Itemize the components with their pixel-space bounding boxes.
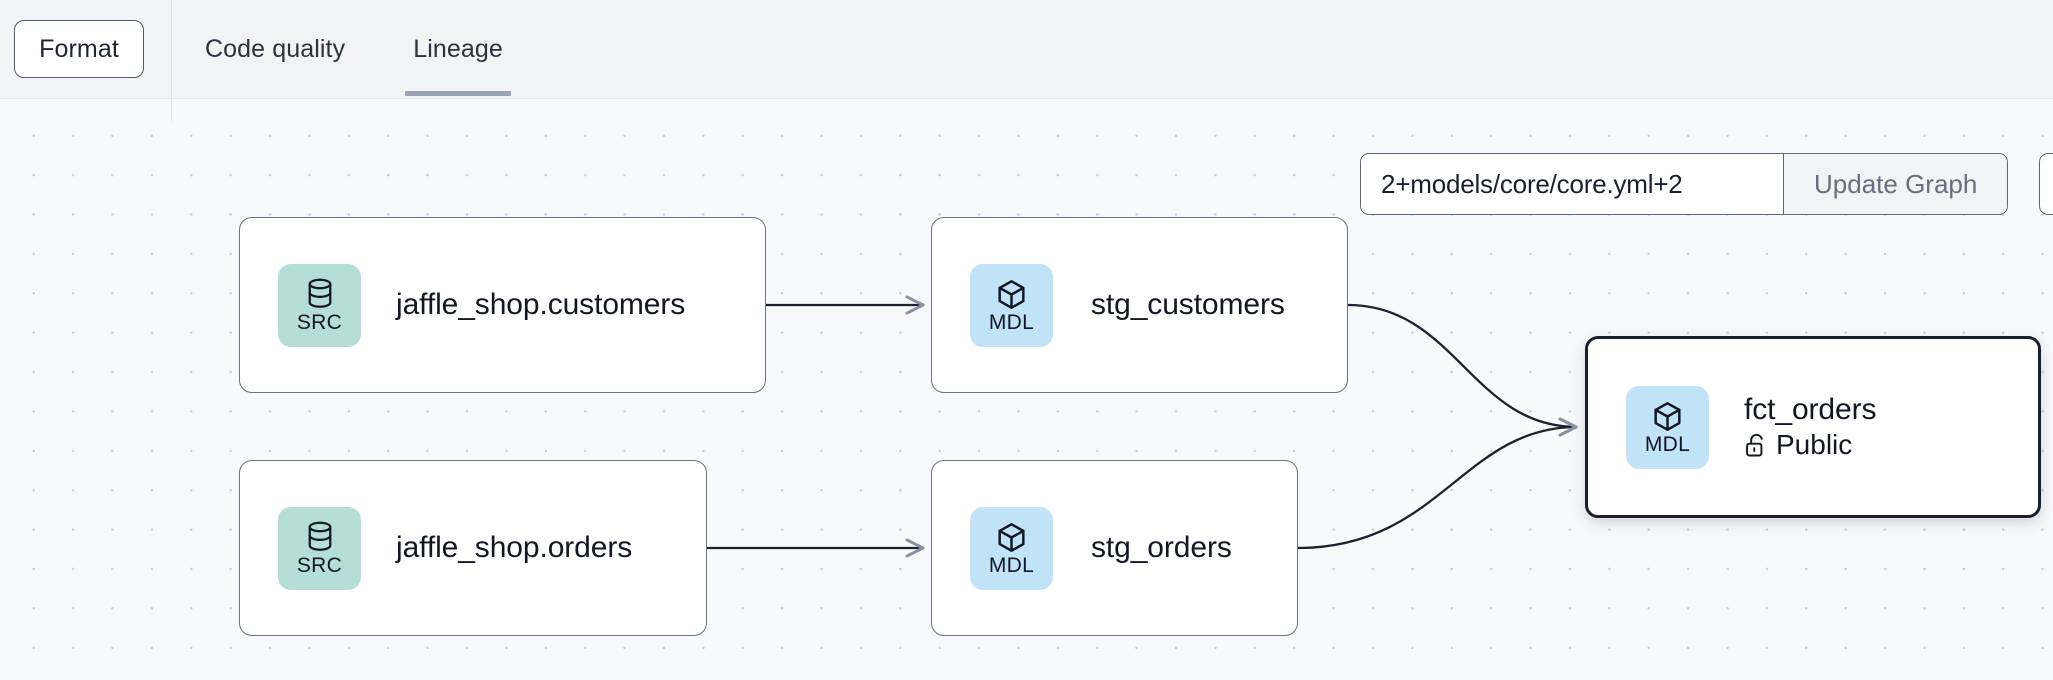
- node-body: stg_customers: [1091, 288, 1285, 322]
- lineage-node-jaffle-shop-orders[interactable]: SRC jaffle_shop.orders: [239, 460, 707, 636]
- node-badge-src: SRC: [278, 263, 361, 347]
- database-icon: [308, 521, 331, 551]
- update-graph-button[interactable]: Update Graph: [1783, 154, 2008, 214]
- editor-header-bar: Format Code quality Lineage: [0, 0, 2053, 99]
- node-badge-mdl: MDL: [1626, 385, 1709, 469]
- node-badge-label: MDL: [988, 553, 1035, 577]
- node-body: jaffle_shop.customers: [396, 288, 685, 322]
- node-badge-src: SRC: [278, 506, 361, 590]
- cube-icon: [998, 522, 1025, 552]
- lineage-node-stg-orders[interactable]: MDL stg_orders: [931, 460, 1298, 636]
- edge-stg-customers-to-fct-orders: [1347, 303, 1578, 437]
- node-badge-label: MDL: [988, 310, 1035, 334]
- lineage-node-jaffle-shop-customers[interactable]: SRC jaffle_shop.customers: [239, 217, 766, 393]
- node-access-row: Public: [1744, 430, 1876, 461]
- tab-lineage[interactable]: Lineage: [379, 0, 537, 99]
- format-button[interactable]: Format: [14, 20, 144, 78]
- edge-stg-orders-to-fct-orders: [1297, 417, 1578, 550]
- node-badge-label: SRC: [296, 553, 343, 577]
- tab-lineage-label: Lineage: [413, 35, 503, 63]
- node-badge-label: MDL: [1644, 432, 1691, 456]
- cube-icon: [998, 279, 1025, 309]
- graph-selector-toolbar: Update Graph: [1360, 153, 2053, 215]
- tab-bar: Code quality Lineage: [171, 0, 537, 99]
- tab-code-quality[interactable]: Code quality: [171, 0, 379, 99]
- cube-icon: [1654, 401, 1681, 431]
- selector-input-group: Update Graph: [1360, 153, 2009, 215]
- node-badge-label: SRC: [296, 310, 343, 334]
- node-title: stg_orders: [1091, 531, 1232, 565]
- node-title: jaffle_shop.customers: [396, 288, 686, 322]
- selector-input[interactable]: [1361, 154, 1783, 214]
- node-title: jaffle_shop.orders: [396, 531, 633, 565]
- canvas-divider: [171, 99, 172, 121]
- node-badge-mdl: MDL: [970, 263, 1053, 347]
- node-title: fct_orders: [1744, 392, 1877, 426]
- node-badge-mdl: MDL: [970, 506, 1053, 590]
- lineage-graph-canvas[interactable]: SRC jaffle_shop.customers SRC jaffle_sho…: [0, 99, 2053, 680]
- node-body: stg_orders: [1091, 531, 1232, 565]
- node-body: fct_orders Public: [1744, 393, 1876, 461]
- node-title: stg_customers: [1091, 288, 1285, 322]
- header-divider: [171, 0, 172, 99]
- lineage-node-stg-customers[interactable]: MDL stg_customers: [931, 217, 1348, 393]
- tab-code-quality-label: Code quality: [205, 35, 346, 63]
- database-icon: [308, 278, 331, 308]
- lineage-node-fct-orders[interactable]: MDL fct_orders Public: [1585, 336, 2041, 518]
- toolbar-overflow-control[interactable]: [2039, 153, 2053, 215]
- node-access-label: Public: [1776, 429, 1853, 461]
- unlock-icon: [1746, 434, 1763, 457]
- node-body: jaffle_shop.orders: [396, 531, 632, 565]
